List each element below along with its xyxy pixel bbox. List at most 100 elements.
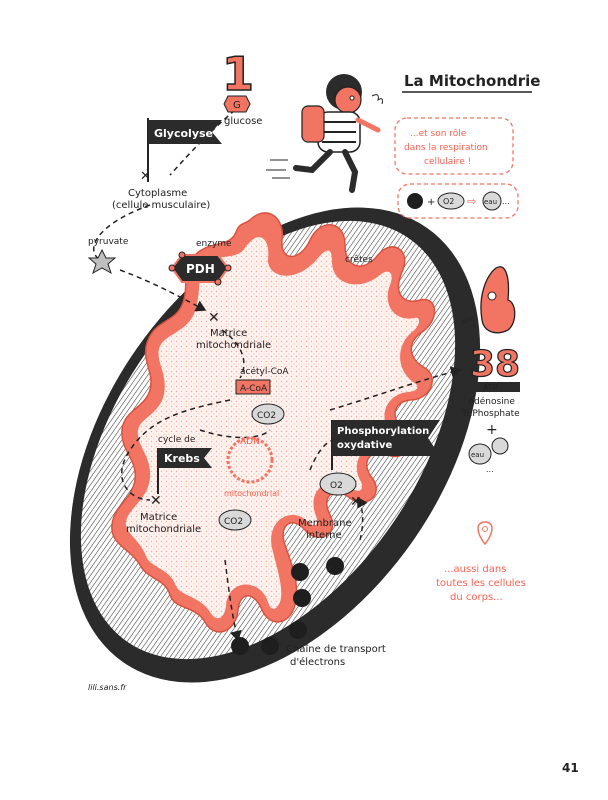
breath-icon [371,94,383,105]
cytoplasm-label: Cytoplasme [128,188,187,199]
page-number: 41 [562,761,579,775]
cristae-label: crêtes [345,254,373,265]
motion-lines [266,159,290,179]
equation-plus: + [427,197,435,208]
co2-cloud-1: CO2 [251,403,285,425]
equation-bubble: e⁻ + O2 ⇨ eau ... [397,183,519,219]
matrix-top-line2: mitochondriale [196,340,271,351]
character-eye-icon [349,95,355,101]
electron-icon [261,637,279,655]
membrane-line1: Membrane [298,518,352,529]
co2-label-2: CO2 [224,517,243,527]
pdh-label: PDH [186,262,215,276]
adn-label-1: ADN [240,437,260,447]
path-cytoplasm-pyruvate [92,204,151,261]
atp-character [480,266,516,334]
credit: lili.sans.fr [88,683,127,692]
electron-label: e⁻ [328,563,339,573]
path-atp [329,366,462,411]
pyruvate-star-icon [87,248,117,275]
matrix-bottom-cross: ✕ [150,493,162,509]
atp-character-eye-icon [487,291,497,301]
atp-count: 38 [470,344,520,385]
equation-dots: ... [502,197,510,206]
equation-electron: e⁻ [409,198,418,207]
matrix [125,237,420,619]
krebs: cycle de Krebs [157,435,212,494]
equation-electron-icon [407,193,423,209]
equation-o2-cloud-icon [437,192,465,210]
adn-label-2: mitochondrial [224,489,279,498]
atp-panel: ATP 38 ATP Adénosine TriPhosphate + eau … [459,266,521,474]
runner-character [266,74,383,193]
o2-cloud-icon [319,472,357,496]
atp-full-1: Adénosine [468,396,515,407]
glycolysis-cross: ✕ [140,169,151,184]
speech-line2: dans la respiration [404,143,488,153]
electron-icon [326,557,344,575]
co2-cloud-icon [251,403,285,425]
krebs-flag-label: Krebs [164,452,200,465]
o2-label: O2 [330,481,343,491]
electron-icon [289,621,307,639]
glycolysis-flag-label: Glycolyse [154,127,213,140]
glucose-label: glucose [224,116,262,127]
phosphorylation-flag [332,420,440,456]
location-note: ...aussi dans toutes les cellules du cor… [436,521,526,603]
atp-plus: + [486,422,498,438]
path-krebs-loop [120,399,231,501]
krebs-cycle-label: cycle de [158,435,196,445]
speech-line1: ...et son rôle [410,128,467,139]
speech-line3: cellulaire ! [424,157,471,167]
glycolysis-flag [148,120,222,144]
page-title: La Mitochondrie [404,72,540,90]
pdh-node-icon [178,251,186,259]
path-glucose-glycolysis [169,109,236,176]
phosphorylation: Phosphorylation oxydative [331,420,440,470]
pyruvate: pyruvate [87,237,129,275]
character-arm [355,117,381,133]
pdh-node-icon [214,278,222,286]
phosphorylation-line2: oxydative [337,440,392,451]
note-line1: ...aussi dans [444,564,506,575]
atp-label: ATP [483,383,498,392]
electron-icon [293,589,311,607]
matrix-top-cross: ✕ [208,310,220,326]
note-line3: du corps... [450,592,503,603]
path-matrix-acetyl [221,329,245,379]
electron-label: e⁻ [293,569,304,579]
transport-chain-line1: Chaîne de transport [286,643,386,655]
character-face [334,86,362,114]
co2-label-1: CO2 [257,411,276,421]
speech-bubble: ...et son rôle dans la respiration cellu… [394,117,514,175]
equation-water-drop-icon [482,191,502,211]
pdh-node-icon [168,264,176,272]
atp-dots: ... [486,465,494,474]
membrane-cross: ✕ [350,494,362,510]
membrane-line2: interne [306,530,342,541]
mitochondrial-dna: ADN mitochondrial [224,436,279,498]
glucose: 1 G glucose [221,46,262,127]
o2-cloud: O2 [319,472,357,496]
matrix-top-line1: Matrice [210,328,247,339]
equation-o2: O2 [443,197,454,206]
atp-label-bar [468,382,520,392]
electrons: e⁻ e⁻ e⁻ e⁻ e⁻ e⁻ [231,557,344,655]
acetyl-box-label: A-CoA [240,384,268,394]
krebs-flag [158,448,212,468]
acetyl-box [235,379,271,395]
electron-label: e⁻ [295,595,306,605]
glucose-hexagon [223,95,251,113]
cytoplasm-sublabel: (cellule musculaire) [112,200,210,211]
water-drop-icon [491,437,509,455]
path-pyruvate-matrix [119,269,207,312]
atp-full-2: TriPhosphate [461,409,520,419]
speech-bubble-frame [394,117,514,175]
atp-tag-label: ATP [462,316,475,326]
water-drop-icon [468,443,492,465]
phosphorylation-line1: Phosphorylation [337,426,429,437]
path-membrane-o2 [357,496,368,541]
character-leg [342,149,359,193]
location-pin-dot-icon [482,526,488,532]
electron-icon [291,563,309,581]
